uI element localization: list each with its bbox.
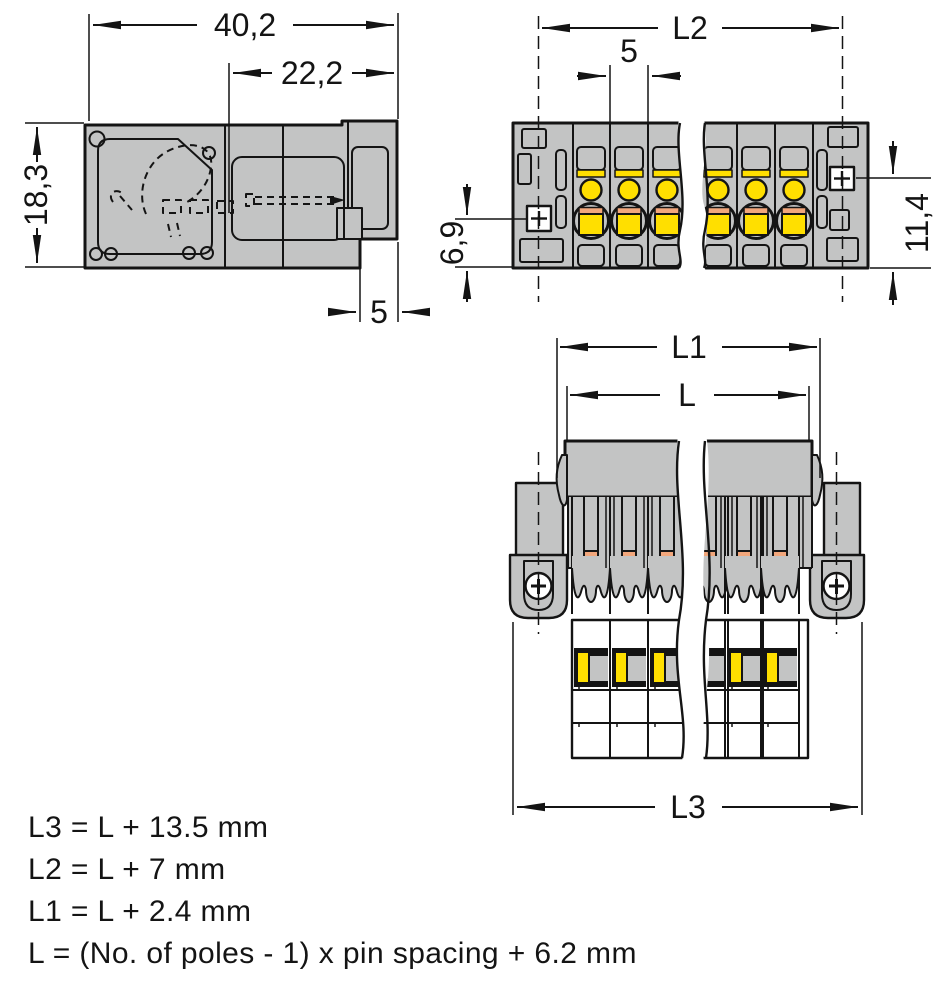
formula-l3: L3 = L + 13.5 mm (28, 811, 268, 844)
top-view: L2 5 6,9 11,4 (434, 10, 935, 305)
dim-pin-spacing: 5 (620, 33, 638, 69)
side-view-body (83, 119, 399, 270)
dim-total-length: L3 (670, 789, 706, 825)
dim-tab-width: 5 (370, 294, 388, 330)
formula-l1: L1 = L + 2.4 mm (28, 895, 251, 928)
dim-housing-length: L (678, 377, 696, 413)
dim-total-width: 40,2 (214, 7, 276, 43)
top-view-dimensions: L2 5 6,9 11,4 (434, 10, 935, 305)
dim-overall-length: L2 (672, 10, 708, 46)
top-view-body (511, 119, 870, 272)
dim-outer-length: L1 (671, 329, 707, 365)
formula-l: L = (No. of poles - 1) x pin spacing + 6… (28, 937, 637, 970)
formula-l2: L2 = L + 7 mm (28, 853, 226, 886)
side-view-dimensions: 40,2 22,2 18,3 5 (18, 7, 430, 330)
dim-left-offset: 6,9 (434, 221, 470, 265)
front-view-body (508, 428, 866, 770)
dim-height: 18,3 (18, 164, 54, 226)
front-view-dimensions: L1 L L3 (512, 329, 863, 825)
side-view: 40,2 22,2 18,3 5 (18, 7, 430, 330)
side-view-internal-mechanism (109, 144, 345, 238)
dim-insert-depth: 22,2 (281, 55, 343, 91)
front-view: L1 L L3 (508, 329, 866, 825)
dim-right-offset: 11,4 (899, 193, 935, 253)
formulas-block: L3 = L + 13.5 mm L2 = L + 7 mm L1 = L + … (28, 811, 637, 970)
